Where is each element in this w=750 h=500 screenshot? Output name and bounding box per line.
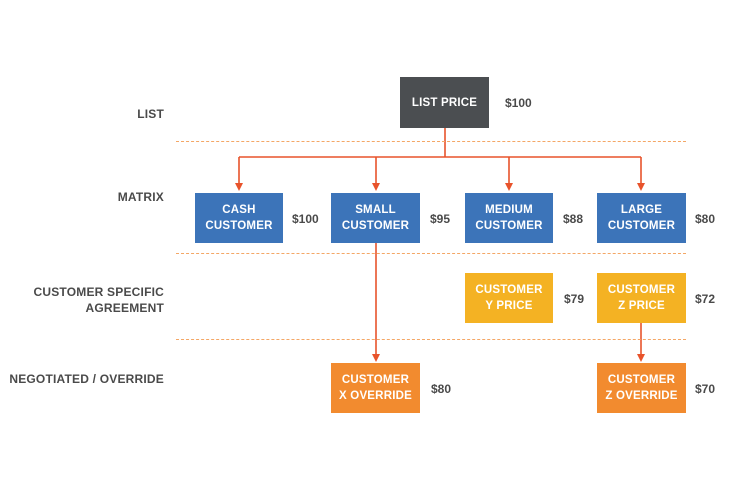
customer-z-override-price: $70 [695, 382, 716, 396]
cash-customer-box: CASH CUSTOMER [195, 193, 283, 243]
row-label-customer-specific: CUSTOMER SPECIFIC AGREEMENT [33, 284, 164, 316]
row-label-list: LIST [137, 107, 164, 121]
large-customer-label: LARGE CUSTOMER [607, 204, 676, 232]
customer-z-price-box: CUSTOMER Z PRICE [597, 273, 686, 323]
list-price-value: $100 [505, 96, 532, 110]
row-label-negotiated: NEGOTIATED / OVERRIDE [9, 372, 164, 386]
customer-y-price-label: CUSTOMER Y PRICE [475, 284, 543, 312]
divider-agreement-override [176, 339, 686, 340]
row-label-customer-specific-line2: AGREEMENT [85, 301, 164, 315]
customer-z-override-box: CUSTOMER Z OVERRIDE [597, 363, 686, 413]
customer-z-price-label: CUSTOMER Z PRICE [607, 284, 676, 312]
small-customer-label: SMALL CUSTOMER [341, 204, 410, 232]
cash-customer-price: $100 [292, 212, 319, 226]
large-customer-price: $80 [695, 212, 716, 226]
small-customer-price: $95 [430, 212, 451, 226]
row-label-customer-specific-line1: CUSTOMER SPECIFIC [33, 285, 164, 299]
customer-z-override-label: CUSTOMER Z OVERRIDE [605, 374, 678, 402]
customer-z-price-value: $72 [695, 292, 716, 306]
medium-customer-label: MEDIUM CUSTOMER [475, 204, 543, 232]
customer-x-override-price: $80 [431, 382, 452, 396]
customer-y-price-box: CUSTOMER Y PRICE [465, 273, 553, 323]
large-customer-box: LARGE CUSTOMER [597, 193, 686, 243]
medium-customer-box: MEDIUM CUSTOMER [465, 193, 553, 243]
list-price-box: LIST PRICE [400, 77, 489, 128]
small-customer-box: SMALL CUSTOMER [331, 193, 420, 243]
divider-matrix-agreement [176, 253, 686, 254]
customer-x-override-box: CUSTOMER X OVERRIDE [331, 363, 420, 413]
row-label-matrix: MATRIX [117, 190, 164, 204]
list-price-label: LIST PRICE [411, 96, 478, 109]
customer-y-price-value: $79 [564, 292, 585, 306]
cash-customer-label: CASH CUSTOMER [205, 204, 273, 232]
medium-customer-price: $88 [563, 212, 584, 226]
customer-x-override-label: CUSTOMER X OVERRIDE [339, 374, 412, 402]
divider-list-matrix [176, 141, 686, 142]
